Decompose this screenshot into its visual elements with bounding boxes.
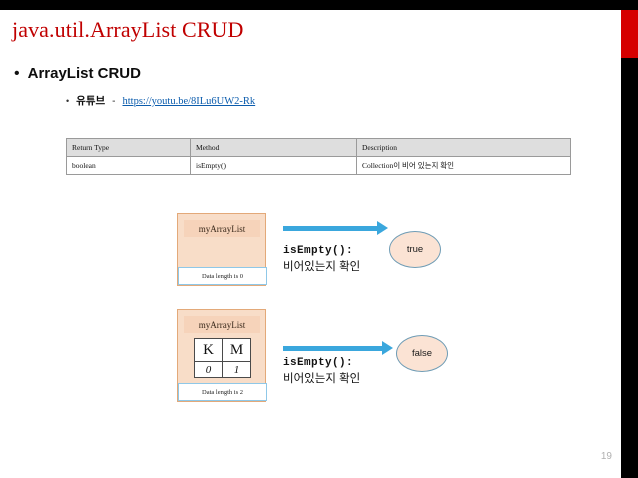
index-cell-1: 1 bbox=[222, 361, 251, 378]
method-call-arrow bbox=[283, 341, 393, 355]
element-index-row: 0 1 bbox=[194, 361, 251, 378]
result-value: true bbox=[406, 244, 424, 255]
method-call-code: isEmpty(): bbox=[283, 357, 354, 369]
result-value: false bbox=[411, 348, 433, 359]
data-length-footer: Data length is 0 bbox=[178, 267, 267, 285]
bullet-level1: • ArrayList CRUD bbox=[14, 65, 141, 82]
element-cell-0: K bbox=[194, 338, 223, 362]
arraylist-box-empty: myArrayList Data length is 0 bbox=[177, 213, 267, 286]
data-length-footer: Data length is 2 bbox=[178, 383, 267, 401]
cell-description: Collection이 비어 있는지 확인 bbox=[356, 156, 571, 175]
page-number: 19 bbox=[600, 451, 612, 462]
arraylist-name-label: myArrayList bbox=[184, 220, 260, 237]
method-call-arrow bbox=[283, 221, 388, 235]
cell-method: isEmpty() bbox=[190, 156, 357, 175]
arrow-shaft bbox=[283, 346, 382, 351]
table-header-description: Description bbox=[356, 138, 571, 157]
bullet-sub-dot-icon: • bbox=[66, 96, 70, 106]
arrow-head-icon bbox=[377, 221, 388, 235]
youtube-link[interactable]: https://youtu.be/8ILu6UW2-Rk bbox=[122, 96, 256, 107]
bullet-level2: • 유튜브 - https://youtu.be/8ILu6UW2-Rk bbox=[66, 93, 255, 108]
method-call-label: isEmpty(): 비어있는지 확인 bbox=[283, 245, 360, 274]
method-call-code: isEmpty(): bbox=[283, 245, 354, 257]
result-ellipse-false: false bbox=[396, 335, 448, 372]
arrow-head-icon bbox=[382, 341, 393, 355]
element-grid: K M 0 1 bbox=[194, 338, 251, 378]
arrow-shaft bbox=[283, 226, 377, 231]
bullet-separator: - bbox=[112, 96, 116, 107]
element-value-row: K M bbox=[194, 338, 251, 362]
index-cell-0: 0 bbox=[194, 361, 223, 378]
method-call-label: isEmpty(): 비어있는지 확인 bbox=[283, 357, 360, 386]
cell-return-type: boolean bbox=[66, 156, 191, 175]
method-call-description: 비어있는지 확인 bbox=[283, 373, 361, 385]
top-black-band bbox=[0, 0, 638, 10]
bullet-dot-icon: • bbox=[14, 65, 20, 82]
table-row: boolean isEmpty() Collection이 비어 있는지 확인 bbox=[66, 156, 571, 175]
api-method-table: Return Type Method Description boolean i… bbox=[66, 138, 571, 175]
table-header-method: Method bbox=[190, 138, 357, 157]
arraylist-box-filled: myArrayList K M 0 1 Data length is 2 bbox=[177, 309, 267, 402]
result-ellipse-true: true bbox=[389, 231, 441, 268]
arraylist-name-label: myArrayList bbox=[184, 316, 260, 333]
right-black-band bbox=[621, 10, 638, 478]
method-call-description: 비어있는지 확인 bbox=[283, 261, 361, 273]
element-cell-1: M bbox=[222, 338, 251, 362]
right-red-accent-bar bbox=[621, 10, 638, 58]
bullet-level1-label: ArrayList CRUD bbox=[27, 65, 141, 82]
page-title: java.util.ArrayList CRUD bbox=[12, 17, 244, 42]
bullet-level2-label: 유튜브 bbox=[76, 95, 106, 107]
